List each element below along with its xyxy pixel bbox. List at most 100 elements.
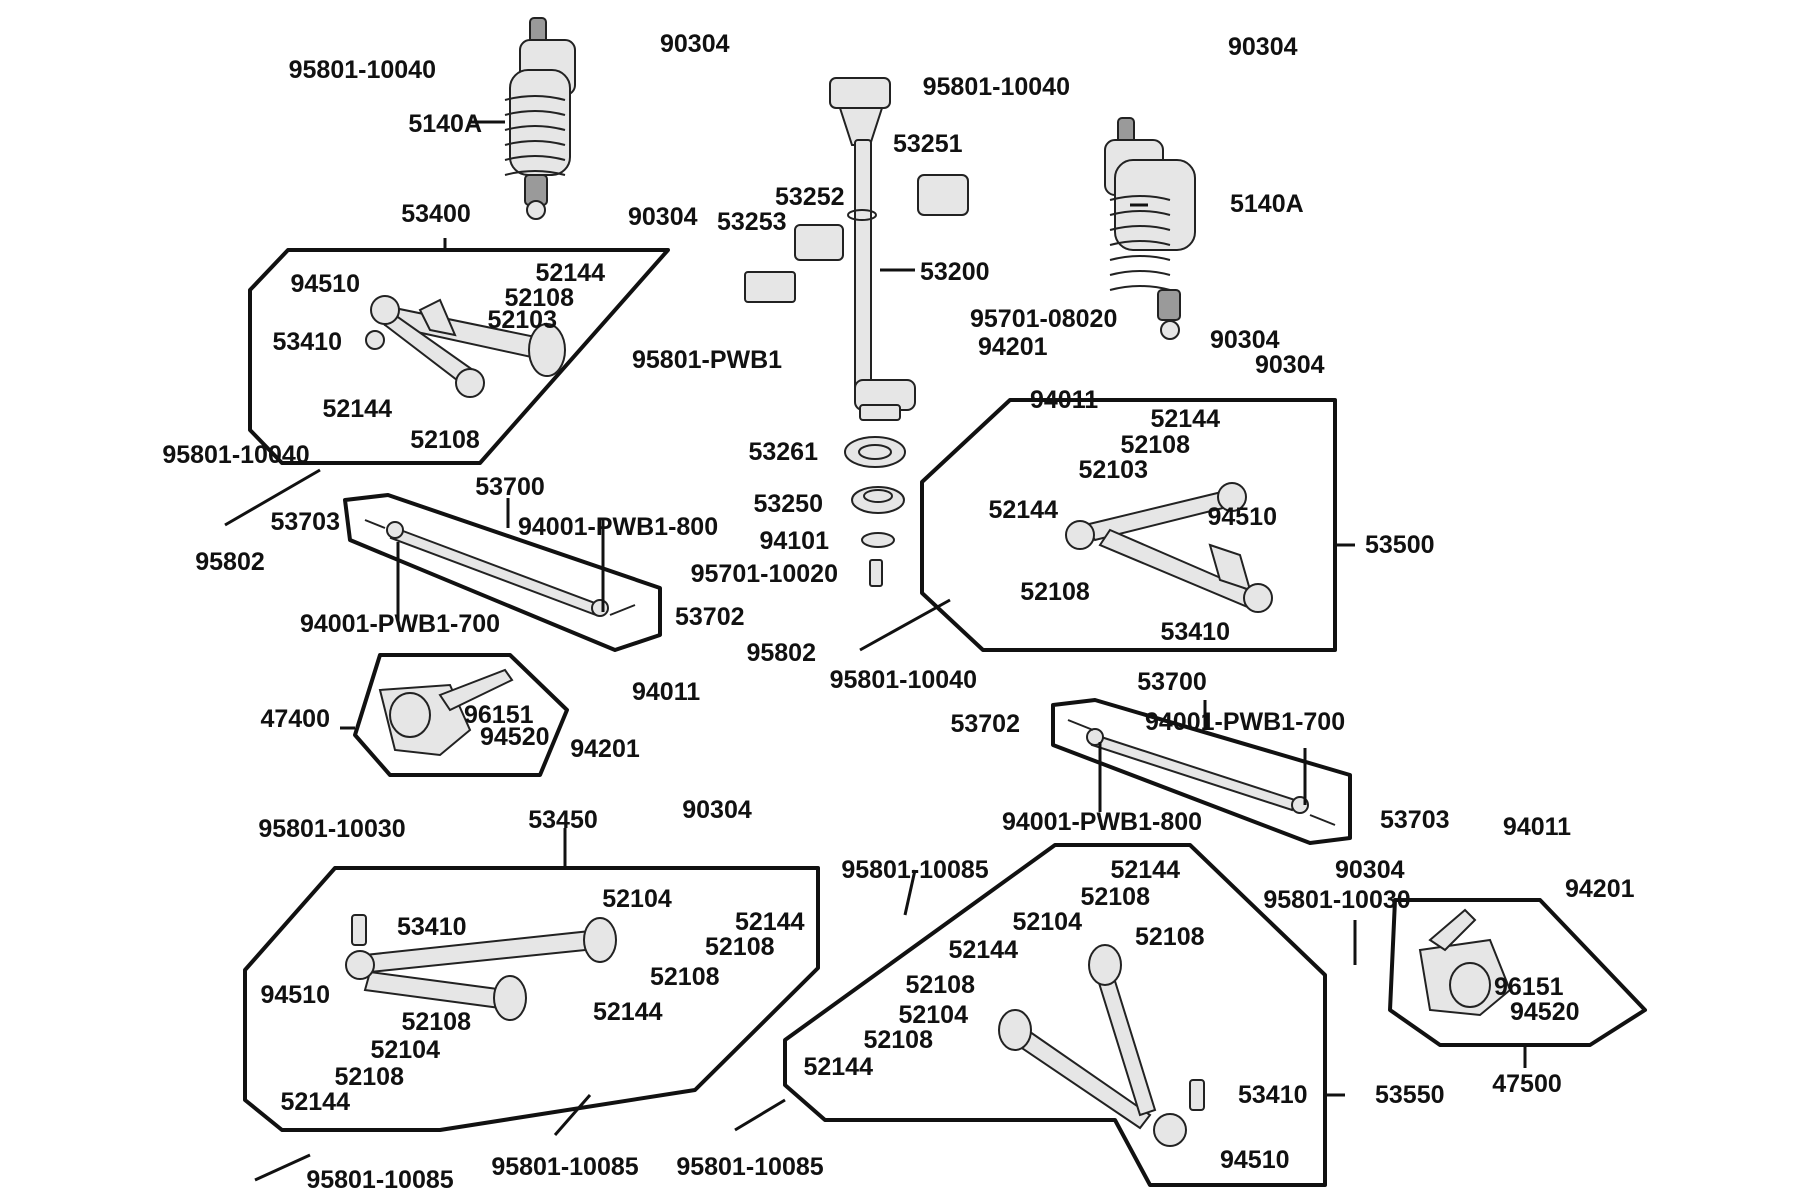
label-rod-center: 95802 bbox=[746, 639, 816, 667]
bolt-ll-c-illustration bbox=[734, 1098, 786, 1132]
label-knuckle-left-ring: 94520 bbox=[480, 723, 550, 751]
label-nut-center-left: 90304 bbox=[628, 203, 698, 231]
label-knuckle-left: 47400 bbox=[260, 705, 330, 733]
label-knuckle-right-bearing: 96151 bbox=[1494, 973, 1564, 1001]
label-arm-lr-bush-a: 52144 bbox=[1110, 856, 1180, 884]
label-arm-ul-bush-b: 52144 bbox=[322, 395, 392, 423]
label-rod-left: 95802 bbox=[195, 548, 265, 576]
label-arm-ll-group: 53450 bbox=[528, 806, 598, 834]
label-arm-lr-pipe-b: 52104 bbox=[898, 1001, 968, 1029]
label-shock-left: 5140A bbox=[408, 110, 482, 138]
right-knuckle-outline bbox=[1388, 898, 1647, 1047]
label-column-bolt: 95701-08020 bbox=[970, 305, 1117, 333]
label-arm-ul-balljoint: 53410 bbox=[272, 328, 342, 356]
label-tierod-left-nut-700: 94001-PWB1-700 bbox=[300, 610, 500, 638]
label-tierod-left-group: 53700 bbox=[475, 473, 545, 501]
label-arm-ur-collar-a: 52108 bbox=[1120, 431, 1190, 459]
label-tierod-right-end-b: 53703 bbox=[1380, 806, 1450, 834]
upper-right-arm-outline bbox=[920, 398, 1337, 652]
right-shock-illustration bbox=[1104, 117, 1196, 340]
seal-illustration bbox=[844, 436, 906, 468]
rod-left-illustration bbox=[224, 468, 321, 527]
right-tierod-illustration bbox=[1067, 719, 1336, 826]
label-arm-ur-clip: 94510 bbox=[1207, 503, 1277, 531]
label-arm-ur-collar-b: 52108 bbox=[1020, 578, 1090, 606]
label-arm-lr-pipe-a: 52104 bbox=[1012, 908, 1082, 936]
label-bolt-left-arm: 95801-10040 bbox=[162, 441, 309, 469]
label-arm-lr-collar-d: 52108 bbox=[863, 1026, 933, 1054]
label-arm-ur-pipe: 52103 bbox=[1078, 456, 1148, 484]
label-tierod-left-end-a: 53703 bbox=[270, 508, 340, 536]
label-knuckle-pin-right: 94201 bbox=[1565, 875, 1635, 903]
label-arm-ll-bush-b: 52144 bbox=[593, 998, 663, 1026]
label-arm-ll-collar-d: 52108 bbox=[334, 1063, 404, 1091]
label-bolt-ll-a: 95801-10085 bbox=[306, 1166, 453, 1194]
left-tierod-outline bbox=[343, 493, 662, 652]
label-nut-lr: 90304 bbox=[1335, 856, 1405, 884]
label-arm-lr-group: 53550 bbox=[1375, 1081, 1445, 1109]
label-arm-ur-group: 53500 bbox=[1365, 531, 1435, 559]
label-tierod-right-end-a: 53702 bbox=[950, 710, 1020, 738]
label-arm-ll-collar-a: 52108 bbox=[705, 933, 775, 961]
label-column-nut: 94011 bbox=[1030, 386, 1098, 414]
left-tierod-illustration bbox=[364, 519, 636, 617]
upper-left-arm-outline bbox=[248, 248, 670, 465]
label-knuckle-right: 47500 bbox=[1492, 1070, 1562, 1098]
label-arm-ul-collar-b: 52108 bbox=[410, 426, 480, 454]
label-shock-right-bolt: 95801-10040 bbox=[923, 73, 1070, 101]
label-bolt-knuckle-left: 95801-10030 bbox=[258, 815, 405, 843]
label-arm-ll-collar-c: 52108 bbox=[401, 1008, 471, 1036]
label-spacer-bolt: 95801-PWB1 bbox=[632, 346, 782, 374]
label-seal: 53261 bbox=[748, 438, 818, 466]
label-washer: 94101 bbox=[759, 527, 829, 555]
bolt-ll-a-illustration bbox=[254, 1153, 311, 1182]
lower-left-arm-outline bbox=[243, 866, 820, 1132]
label-tierod-right-group: 53700 bbox=[1137, 668, 1207, 696]
label-arm-lr-clip: 94510 bbox=[1220, 1146, 1290, 1174]
label-bolt-knuckle-right: 95801-10030 bbox=[1263, 886, 1410, 914]
left-knuckle-outline bbox=[353, 653, 569, 777]
label-tierod-left-nut-800: 94001-PWB1-800 bbox=[518, 513, 718, 541]
label-nut-right-low: 90304 bbox=[1255, 351, 1325, 379]
label-arm-ur-balljoint: 53410 bbox=[1160, 618, 1230, 646]
label-arm-ll-collar-b: 52108 bbox=[650, 963, 720, 991]
label-knuckle-nut-left: 94011 bbox=[632, 678, 700, 706]
label-nut-right-mid: 90304 bbox=[1210, 326, 1280, 354]
label-arm-ur-bush-a: 52144 bbox=[1150, 405, 1220, 433]
plate-53253-illustration bbox=[744, 271, 796, 303]
label-arm-ll-bush-a: 52144 bbox=[735, 908, 805, 936]
label-arm-ul-clip: 94510 bbox=[290, 270, 360, 298]
label-arm-ll-pipe-b: 52104 bbox=[370, 1036, 440, 1064]
part-labels: 90304 95801-10040 5140A 90304 95801-10040 514… bbox=[162, 30, 1634, 1194]
right-tierod-outline bbox=[1051, 698, 1352, 845]
label-arm-lr-bush-b: 52144 bbox=[948, 936, 1018, 964]
label-arm-ll-bush-c: 52144 bbox=[280, 1088, 350, 1116]
label-tierod-right-nut-700: 94001-PWB1-700 bbox=[1145, 708, 1345, 736]
left-knuckle-illustration bbox=[378, 668, 514, 757]
label-arm-lr-balljoint: 53410 bbox=[1238, 1081, 1308, 1109]
label-steering-column: 53200 bbox=[920, 258, 990, 286]
label-bolt-center: 95801-10040 bbox=[830, 666, 977, 694]
label-bearing: 53250 bbox=[753, 490, 823, 518]
label-tierod-left-end-b: 53702 bbox=[675, 603, 745, 631]
label-arm-ll-clip: 94510 bbox=[260, 981, 330, 1009]
leader-lines bbox=[340, 120, 1527, 1097]
label-arm-lr-collar-c: 52108 bbox=[905, 971, 975, 999]
bushing-53251-illustration bbox=[917, 174, 969, 216]
label-arm-ur-bush-b: 52144 bbox=[988, 496, 1058, 524]
label-knuckle-right-ring: 94520 bbox=[1510, 998, 1580, 1026]
lower-left-arm-illustration bbox=[345, 914, 617, 1021]
right-knuckle-illustration bbox=[1418, 908, 1512, 1017]
label-column-pin: 94201 bbox=[978, 333, 1048, 361]
label-shock-left-bolt: 95801-10040 bbox=[289, 56, 436, 84]
label-arm-ll-pipe-a: 52104 bbox=[602, 885, 672, 913]
bolt-ll-b-illustration bbox=[553, 1094, 592, 1136]
center-bolt-illustration bbox=[869, 559, 883, 587]
label-arm-ul-bush-a: 52144 bbox=[535, 259, 605, 287]
label-shock-right: 5140A bbox=[1230, 190, 1304, 218]
label-arm-lr-collar-b: 52108 bbox=[1135, 923, 1205, 951]
left-shock-illustration bbox=[504, 17, 576, 220]
label-arm-lr-collar-a: 52108 bbox=[1080, 883, 1150, 911]
lower-right-arm-illustration bbox=[998, 944, 1205, 1147]
